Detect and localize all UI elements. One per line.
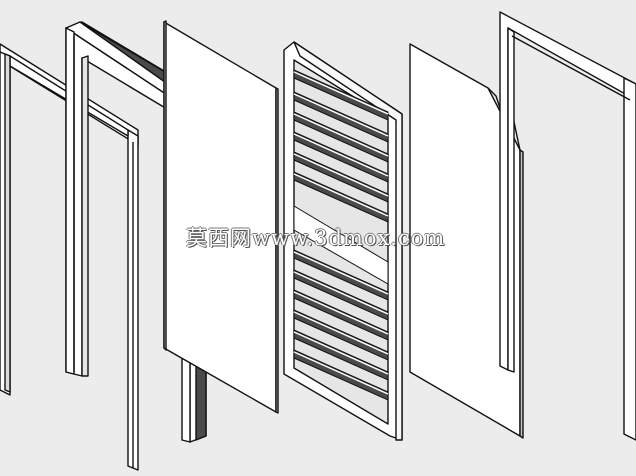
door-slats bbox=[293, 69, 389, 401]
slat-highlight-8 bbox=[293, 291, 389, 335]
slat-highlight-7 bbox=[293, 271, 389, 315]
flat-door-panel bbox=[163, 20, 279, 414]
slat-highlight-0 bbox=[293, 71, 389, 115]
slat-highlight-6 bbox=[293, 251, 389, 295]
slat-highlight-2 bbox=[293, 113, 389, 157]
slat-highlight-4 bbox=[293, 153, 389, 197]
thin-door-frame bbox=[499, 11, 636, 441]
slat-highlight-11 bbox=[293, 351, 389, 395]
slat-highlight-3 bbox=[293, 133, 389, 177]
slat-highlight-5 bbox=[293, 173, 389, 217]
glass-band bbox=[293, 205, 389, 285]
slat-highlight-10 bbox=[293, 331, 389, 375]
slat-highlight-1 bbox=[293, 93, 389, 137]
slat-highlight-9 bbox=[293, 311, 389, 355]
clipped-door-panel bbox=[409, 43, 524, 439]
